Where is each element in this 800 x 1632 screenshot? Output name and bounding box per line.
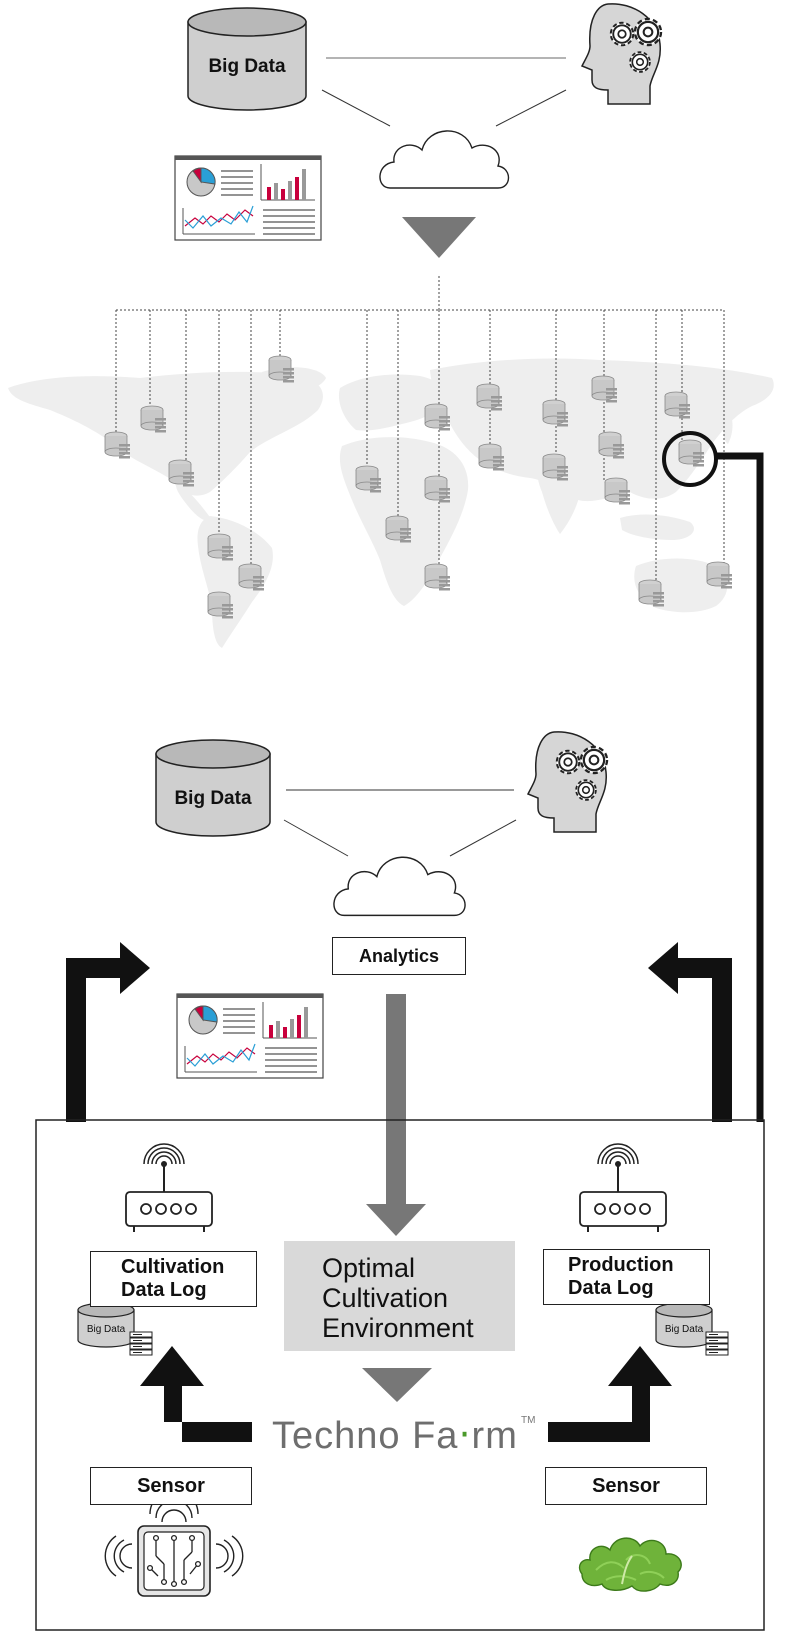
- sensor-left-label: Sensor: [137, 1474, 205, 1497]
- logo-trademark: TM: [521, 1415, 536, 1426]
- server-node-icon: [424, 403, 451, 431]
- server-node-icon: [424, 563, 451, 591]
- top-brain-gears-icon: [582, 4, 661, 104]
- optimal-line3: Environment: [322, 1313, 474, 1343]
- production-log-line1: Production: [568, 1254, 674, 1276]
- bottom-cloud-icon: [333, 856, 466, 917]
- sensor-left-box: Sensor: [90, 1467, 252, 1505]
- right-mini-database-icon: [655, 1302, 729, 1356]
- production-log-box: Production Data Log: [543, 1249, 710, 1305]
- server-node-icon: [104, 431, 131, 459]
- mid-link-line: [449, 819, 517, 857]
- optimal-line1: Optimal: [322, 1253, 416, 1283]
- bottom-dashboard-icon: [176, 993, 324, 1079]
- cultivation-log-box: Cultivation Data Log: [90, 1251, 257, 1307]
- top-database-icon: [187, 7, 307, 111]
- server-node-icon: [706, 561, 733, 589]
- bottom-brain-gears-icon: [528, 732, 607, 832]
- right-router-icon: [579, 1143, 667, 1233]
- top-link-line: [495, 89, 567, 127]
- server-node-icon: [604, 477, 631, 505]
- cultivation-log-line2: Data Log: [121, 1279, 207, 1301]
- production-log-line2: Data Log: [568, 1277, 654, 1299]
- right-mini-db-label: Big Data: [664, 1324, 704, 1335]
- top-dashboard-icon: [174, 155, 322, 241]
- left-router-icon: [125, 1143, 213, 1233]
- left-up-arrow: [66, 942, 150, 1122]
- logo-text-1: Techno Fa: [272, 1415, 459, 1457]
- logo-leaf-icon: ‧: [458, 1415, 472, 1457]
- right-up-arrow: [648, 942, 732, 1122]
- techno-farm-box: [35, 1119, 765, 1631]
- map-to-farm-connector: [716, 452, 764, 1122]
- analytics-box: Analytics: [332, 937, 466, 975]
- optimal-line2: Cultivation: [322, 1283, 449, 1313]
- mid-link-line: [283, 819, 349, 857]
- analytics-down-arrow: [366, 994, 426, 1236]
- top-big-data-label: Big Data: [208, 56, 286, 77]
- server-node-icon: [678, 439, 705, 467]
- bottom-database-icon: [155, 739, 271, 837]
- top-cloud-icon: [379, 130, 510, 189]
- sensor-right-box: Sensor: [545, 1467, 707, 1505]
- lettuce-icon: [578, 1537, 682, 1592]
- logo-text-2: rm: [471, 1415, 518, 1457]
- left-mini-db-label: Big Data: [86, 1324, 126, 1335]
- top-link-line: [321, 89, 391, 127]
- optimal-environment-box: Optimal Cultivation Environment: [284, 1241, 515, 1351]
- techno-farm-logo: Techno Fa‧rm: [272, 1413, 542, 1457]
- analytics-label: Analytics: [358, 945, 440, 966]
- top-down-arrow: [402, 217, 476, 258]
- right-log-arrow: [548, 1346, 672, 1442]
- optimal-down-arrow: [362, 1368, 432, 1402]
- bottom-big-data-label: Big Data: [174, 788, 252, 809]
- sensor-right-label: Sensor: [592, 1474, 660, 1497]
- left-log-arrow: [140, 1346, 252, 1442]
- cultivation-log-line1: Cultivation: [121, 1256, 225, 1278]
- sensor-chip-icon: [104, 1489, 244, 1597]
